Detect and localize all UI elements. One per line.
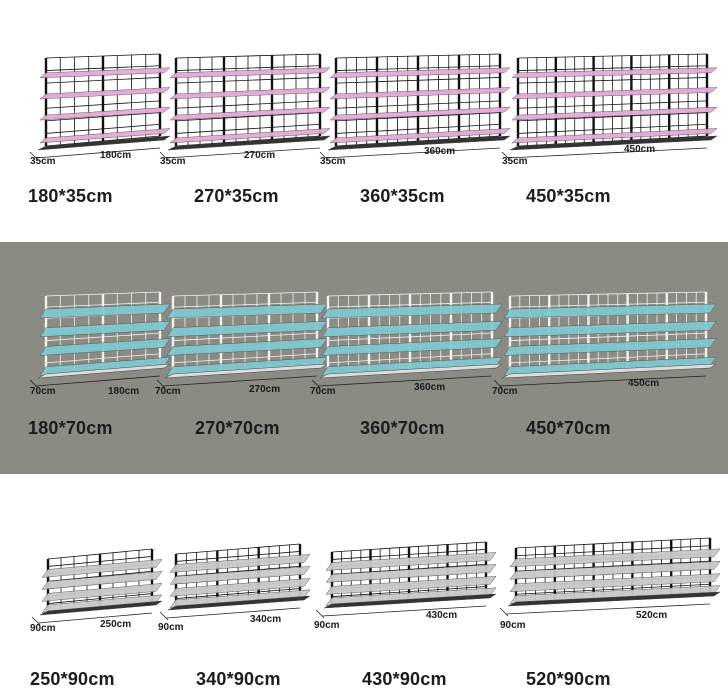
width-label: 270cm bbox=[244, 150, 276, 161]
shelf-lines bbox=[29, 291, 171, 389]
shelf-product-180x70: 70cm 180cm 180*70cm bbox=[28, 288, 171, 448]
shelf-lines bbox=[501, 53, 718, 161]
pink-shelf-unit-image bbox=[319, 53, 511, 161]
blue-shelf-unit-image bbox=[493, 291, 717, 389]
depth-label: 90cm bbox=[314, 620, 340, 631]
depth-label: 70cm bbox=[310, 386, 336, 397]
band-single-sided-shelves bbox=[0, 0, 728, 242]
width-label: 180cm bbox=[108, 386, 140, 397]
pink-shelf-unit-image bbox=[29, 53, 171, 161]
width-label: 430cm bbox=[426, 610, 458, 621]
size-caption: 450*35cm bbox=[526, 186, 611, 206]
shelf-product-450x70: 70cm 450cm 450*70cm bbox=[492, 288, 717, 448]
grey-island-shelf-image bbox=[31, 548, 163, 626]
shelf-product-360x35: 35cm 360cm 360*35cm bbox=[318, 50, 511, 220]
shelf-product-520x90: 90cm 520cm 520*90cm bbox=[498, 534, 721, 695]
depth-label: 35cm bbox=[320, 156, 346, 167]
size-caption: 250*90cm bbox=[30, 669, 115, 689]
size-caption: 180*35cm bbox=[28, 186, 113, 206]
depth-label: 90cm bbox=[30, 623, 56, 634]
size-caption: 360*35cm bbox=[360, 186, 445, 206]
shelf-product-450x35: 35cm 450cm 450*35cm bbox=[500, 50, 718, 220]
width-label: 340cm bbox=[250, 614, 282, 625]
shelf-lines bbox=[156, 291, 328, 389]
shelf-lines bbox=[31, 548, 163, 626]
depth-label: 35cm bbox=[502, 156, 528, 167]
pink-shelf-unit-image bbox=[159, 53, 331, 161]
size-caption: 270*35cm bbox=[194, 186, 279, 206]
depth-label: 35cm bbox=[30, 156, 56, 167]
shelf-lines bbox=[499, 537, 721, 617]
pink-shelf-unit-image bbox=[501, 53, 718, 161]
size-caption: 360*70cm bbox=[360, 418, 445, 438]
shelf-lines bbox=[493, 291, 717, 389]
shelf-product-340x90: 90cm 340cm 340*90cm bbox=[158, 540, 311, 695]
depth-label: 90cm bbox=[500, 620, 526, 631]
grey-island-shelf-image bbox=[315, 541, 497, 619]
depth-label: 70cm bbox=[155, 386, 181, 397]
width-label: 360cm bbox=[414, 382, 446, 393]
shelf-lines bbox=[29, 53, 171, 161]
shelf-product-360x70: 70cm 360cm 360*70cm bbox=[310, 288, 503, 448]
blue-shelf-unit-image bbox=[311, 291, 503, 389]
depth-label: 70cm bbox=[492, 386, 518, 397]
grey-island-shelf-image bbox=[499, 537, 721, 617]
grey-island-shelf-image bbox=[159, 543, 311, 621]
width-label: 270cm bbox=[249, 384, 281, 395]
shelf-product-270x70: 70cm 270cm 270*70cm bbox=[155, 288, 328, 448]
width-label: 250cm bbox=[100, 619, 132, 630]
depth-label: 90cm bbox=[158, 622, 184, 633]
shelf-lines bbox=[159, 543, 311, 621]
shelf-product-270x35: 35cm 270cm 270*35cm bbox=[158, 50, 331, 220]
width-label: 450cm bbox=[628, 378, 660, 389]
size-caption: 520*90cm bbox=[526, 669, 611, 689]
shelf-product-180x35: 35cm 180cm 180*35cm bbox=[28, 50, 171, 220]
shelf-lines bbox=[311, 291, 503, 389]
depth-label: 35cm bbox=[160, 156, 186, 167]
size-caption: 270*70cm bbox=[195, 418, 280, 438]
shelf-product-430x90: 90cm 430cm 430*90cm bbox=[314, 538, 497, 695]
width-label: 180cm bbox=[100, 150, 132, 161]
depth-label: 70cm bbox=[30, 386, 56, 397]
width-label: 520cm bbox=[636, 610, 668, 621]
width-label: 450cm bbox=[624, 144, 656, 155]
size-caption: 340*90cm bbox=[196, 669, 281, 689]
width-label: 360cm bbox=[424, 146, 456, 157]
blue-shelf-unit-image bbox=[29, 291, 171, 389]
shelf-lines bbox=[159, 53, 331, 161]
shelf-lines bbox=[315, 541, 497, 619]
blue-shelf-unit-image bbox=[156, 291, 328, 389]
shelf-product-250x90: 90cm 250cm 250*90cm bbox=[30, 545, 163, 695]
size-caption: 430*90cm bbox=[362, 669, 447, 689]
size-caption: 450*70cm bbox=[526, 418, 611, 438]
size-caption: 180*70cm bbox=[28, 418, 113, 438]
shelf-lines bbox=[319, 53, 511, 161]
